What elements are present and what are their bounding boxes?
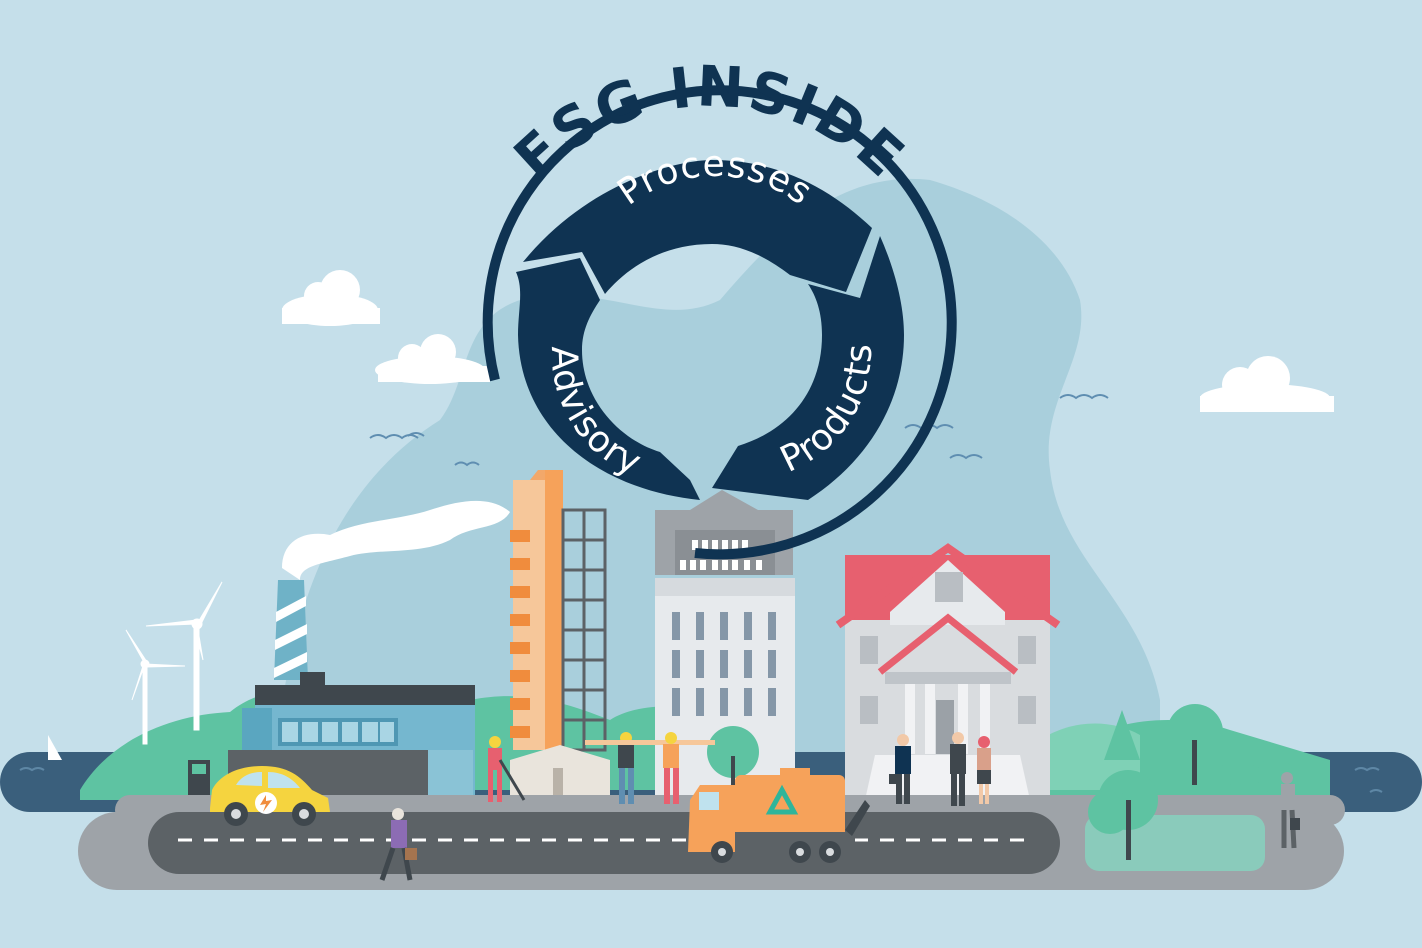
- tree: [707, 726, 759, 786]
- segment-products: [712, 236, 904, 500]
- wind-turbine: [145, 581, 223, 731]
- construction-worker: [488, 736, 526, 802]
- recycling-truck: [688, 768, 870, 863]
- construction-tower: [510, 470, 610, 800]
- tree: [1088, 770, 1158, 860]
- bank-building: [835, 543, 1061, 800]
- segment-processes: [523, 160, 872, 294]
- waves: [19, 767, 1383, 793]
- tree: [1167, 704, 1223, 785]
- birds: [369, 394, 1109, 467]
- electric-car: [210, 766, 330, 826]
- wooden-plank: [585, 740, 715, 745]
- cloud: [282, 270, 380, 326]
- road: [148, 812, 1060, 874]
- businesswoman: [977, 736, 991, 804]
- wind-turbine: [125, 629, 186, 745]
- outer-ring: [482, 85, 957, 560]
- factory-chimney: [274, 580, 308, 680]
- construction-worker: [663, 732, 679, 804]
- sailboat: [48, 735, 62, 760]
- segment-advisory: [516, 258, 700, 500]
- smoke-cloud: [282, 500, 510, 580]
- tree: [1104, 710, 1140, 760]
- businessman: [889, 734, 911, 804]
- pedestrian: [379, 808, 417, 881]
- pedestrian: [1281, 772, 1300, 849]
- businessman: [950, 732, 966, 806]
- ev-charging-station: [188, 760, 210, 800]
- cloud: [375, 334, 490, 384]
- cloud: [1200, 356, 1334, 412]
